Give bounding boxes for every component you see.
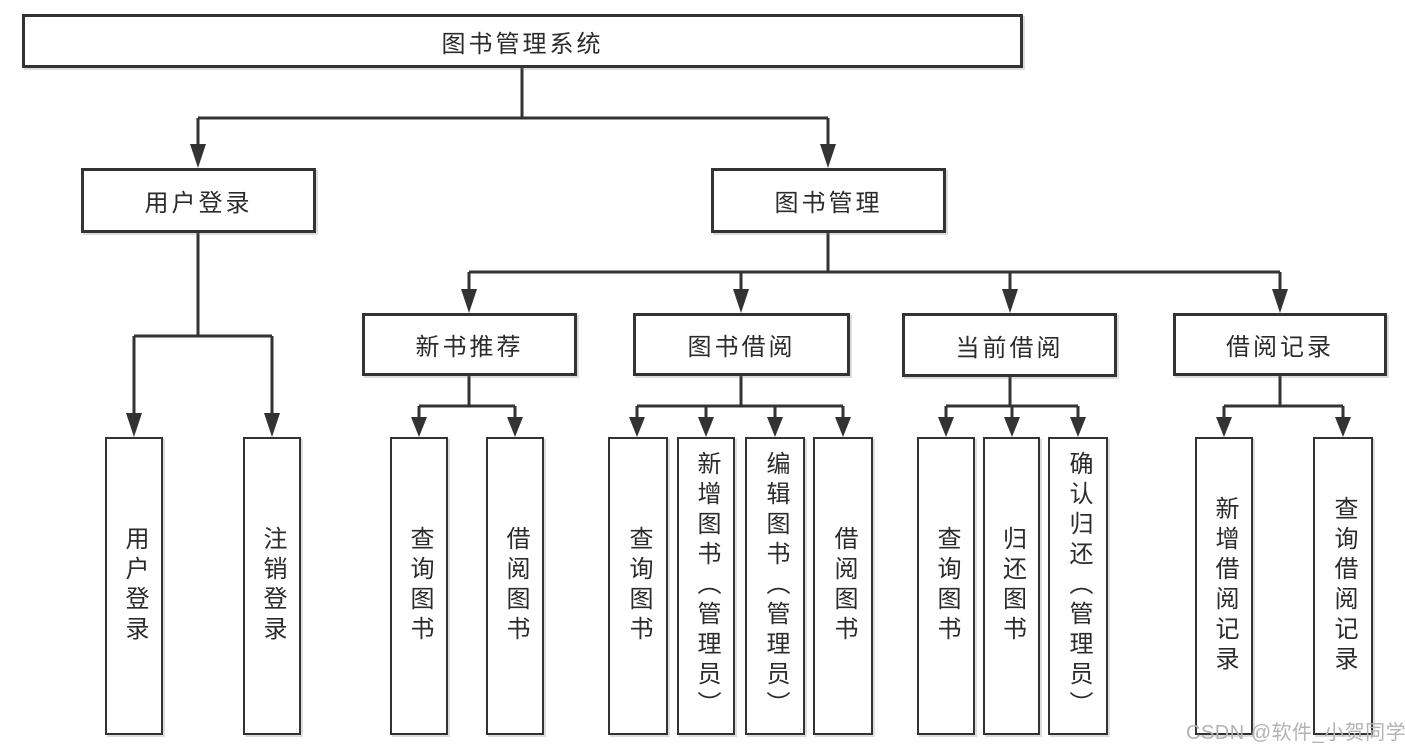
node-leaf-borrow-books-2: 借阅图书	[813, 437, 873, 735]
node-leaf-edit-books-admin: 编辑图书（管理员）	[745, 437, 805, 735]
node-leaf-query-books-1: 查询图书	[390, 437, 448, 735]
node-leaf-logout: 注销登录	[243, 437, 301, 735]
node-label: 新增借阅记录	[1211, 496, 1238, 676]
node-leaf-query-borrow-record: 查询借阅记录	[1313, 437, 1373, 735]
node-label: 图书借阅	[687, 334, 796, 361]
node-label: 查询图书	[406, 526, 433, 646]
node-label: 查询图书	[933, 526, 960, 646]
node-label: 新书推荐	[415, 334, 524, 361]
node-label: 借阅图书	[830, 526, 857, 646]
node-leaf-borrow-books-1: 借阅图书	[486, 437, 544, 735]
node-label: 编辑图书（管理员）	[762, 451, 789, 721]
node-leaf-add-borrow-record: 新增借阅记录	[1195, 437, 1253, 735]
node-label: 查询借阅记录	[1330, 496, 1357, 676]
node-borrowing-records: 借阅记录	[1173, 313, 1387, 376]
node-current-borrowing: 当前借阅	[902, 313, 1117, 377]
node-leaf-return-books: 归还图书	[983, 437, 1040, 735]
node-user-login-branch: 用户登录	[81, 168, 316, 233]
node-leaf-query-books-2: 查询图书	[608, 437, 668, 735]
node-book-management-branch: 图书管理	[711, 168, 946, 233]
node-label: 查询图书	[625, 526, 652, 646]
node-label: 图书管理系统	[441, 30, 604, 58]
node-label: 注销登录	[259, 526, 286, 646]
node-label: 当前借阅	[955, 334, 1064, 362]
node-label: 归还图书	[998, 526, 1026, 646]
node-book-borrowing: 图书借阅	[633, 313, 850, 376]
node-leaf-query-books-3: 查询图书	[917, 437, 975, 735]
node-leaf-confirm-return-admin: 确认归还（管理员）	[1048, 437, 1108, 735]
node-library-management-system: 图书管理系统	[22, 14, 1023, 68]
node-label: 用户登录	[144, 190, 253, 217]
node-label: 新增图书（管理员）	[693, 451, 720, 721]
node-label: 图书管理	[774, 190, 883, 217]
node-label: 确认归还（管理员）	[1065, 451, 1092, 721]
node-leaf-add-books-admin: 新增图书（管理员）	[677, 437, 735, 735]
csdn-watermark: CSDN @软件_小贺同学	[1186, 722, 1405, 744]
node-leaf-user-login: 用户登录	[105, 437, 163, 735]
node-label: 借阅记录	[1226, 334, 1334, 361]
node-label: 用户登录	[121, 526, 148, 646]
node-label: 借阅图书	[502, 526, 529, 646]
node-new-book-recommendation: 新书推荐	[362, 313, 577, 376]
